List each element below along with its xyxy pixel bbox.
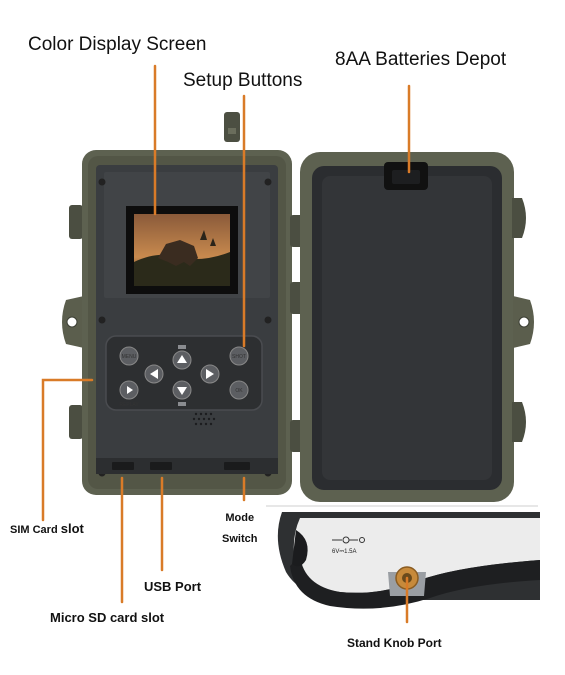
svg-text:REPLAY: REPLAY [119,402,139,408]
svg-text:SHOT: SHOT [232,354,246,360]
left-button[interactable] [144,364,164,384]
dc-jack-symbol [332,536,365,544]
replay-button[interactable]: REPLAY [119,380,139,408]
dc-rating-text: 6V⎓1.5A [332,549,356,555]
svg-text:MENU: MENU [122,354,137,360]
shot-button[interactable]: SHOT [229,346,249,366]
ok-button[interactable]: OK [229,380,249,400]
usb-port [150,462,172,470]
label-micro-sd-card-slot: Micro SD card slot [50,610,165,625]
right-button[interactable] [200,364,220,384]
label-sim-card-prefix: SIM Card [10,524,61,536]
left-clip-top [69,205,83,239]
bottom-port-strip [96,458,278,474]
svg-text:OK: OK [235,388,243,394]
label-batteries-depot: 8AA Batteries Depot [335,49,507,70]
up-button[interactable] [172,345,192,370]
down-button[interactable] [172,380,192,406]
leader-lines [41,64,411,624]
menu-button[interactable]: MENU [119,346,139,366]
label-usb-port: USB Port [144,579,202,594]
antenna [224,112,240,142]
setup-button-pad: MENU SHOT REPLAY [105,335,263,411]
label-sim-card-slot: SIM Card slot [10,521,84,536]
sim-card-slot [112,462,134,470]
speaker-grille [192,412,216,426]
label-sim-card-suffix: slot [60,521,84,536]
leader-sim-card [41,378,94,522]
label-color-display-screen: Color Display Screen [28,34,207,55]
left-clip-bottom [69,405,83,439]
label-mode-switch: Mode Switch [222,508,257,550]
stand-knob-inset: 6V⎓1.5A [266,505,540,612]
mode-switch [224,462,250,470]
battery-lid [300,152,534,502]
label-setup-buttons: Setup Buttons [183,70,303,91]
label-mode-switch-line2: Switch [222,533,258,545]
label-mode-switch-line1: Mode [225,512,255,524]
label-stand-knob-port: Stand Knob Port [347,636,442,650]
color-display-screen [126,206,238,294]
